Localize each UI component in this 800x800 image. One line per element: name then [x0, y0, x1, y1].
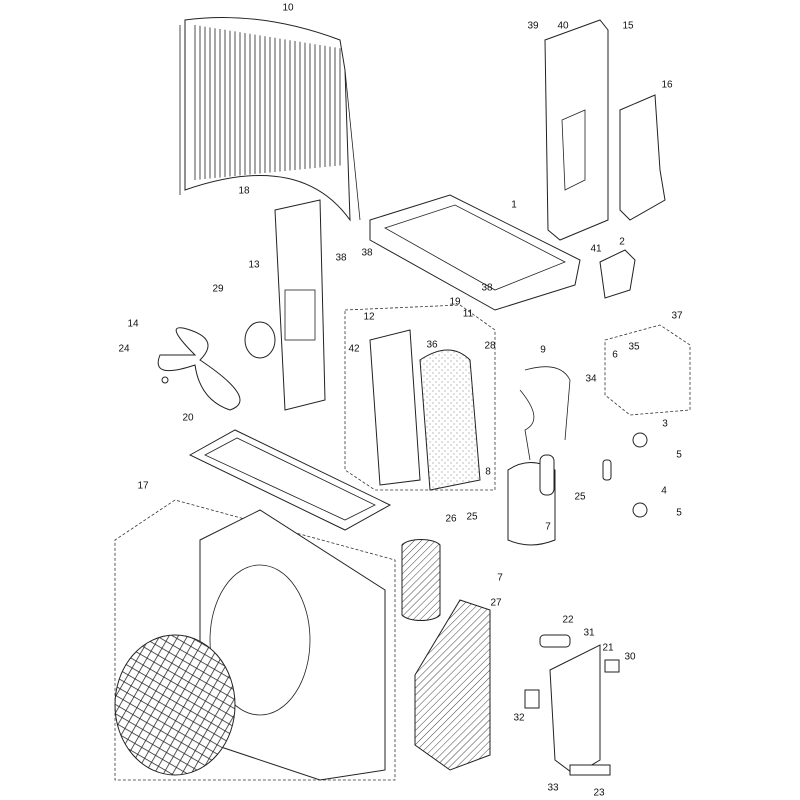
part-number-label: 8: [485, 466, 491, 478]
part-number-label: 38: [335, 252, 347, 264]
part-number-label: 11: [462, 308, 474, 320]
capacitor: [539, 634, 571, 648]
part-number-label: 25: [574, 491, 586, 503]
terminal-block: [569, 764, 611, 776]
partition: [369, 329, 421, 486]
part-number-label: 12: [363, 311, 375, 323]
part-number-label: 38: [361, 247, 373, 259]
part-number-label: 26: [445, 513, 457, 525]
part-number-label: 41: [590, 243, 602, 255]
part-number-label: 6: [612, 349, 618, 361]
part-number-label: 5: [676, 449, 682, 461]
part-number-label: 30: [624, 651, 636, 663]
part-number-label: 3: [662, 418, 668, 430]
side-panel: [544, 19, 609, 241]
cabinet-box: [114, 499, 396, 781]
cylinder-insulation: [401, 538, 441, 622]
part-number-label: 38: [481, 282, 493, 294]
valve: [632, 502, 648, 518]
part-number-label: 42: [348, 343, 360, 355]
part-number-label: 10: [282, 2, 294, 14]
part-number-label: 7: [497, 572, 503, 584]
part-number-label: 33: [547, 782, 559, 794]
part-number-label: 24: [118, 343, 130, 355]
part-number-label: 4: [661, 485, 667, 497]
part-number-label: 32: [513, 712, 525, 724]
part-number-label: 29: [212, 283, 224, 295]
part-number-label: 7: [545, 521, 551, 533]
top-panel: [188, 429, 392, 531]
bracket: [599, 249, 636, 299]
part-number-label: 25: [466, 511, 478, 523]
part-number-label: 21: [602, 642, 614, 654]
part-number-label: 2: [619, 236, 625, 248]
propeller-fan: [157, 327, 241, 411]
base-pan: [369, 194, 581, 311]
part-number-label: 13: [248, 259, 260, 271]
control-board: [549, 644, 601, 776]
rear-cover: [619, 94, 666, 221]
fan-grille: [114, 634, 236, 776]
nut: [161, 376, 169, 384]
part-number-label: 37: [671, 310, 683, 322]
part-number-label: 36: [426, 339, 438, 351]
part-number-label: 5: [676, 507, 682, 519]
part-number-label: 15: [622, 20, 634, 32]
part-number-label: 39: [527, 20, 539, 32]
part-number-label: 20: [182, 412, 194, 424]
part-number-label: 18: [238, 185, 250, 197]
motor-support: [274, 199, 326, 411]
fan-motor: [244, 321, 276, 359]
part-number-label: 22: [562, 614, 574, 626]
condenser-coil: [179, 17, 361, 222]
part-number-label: 1: [511, 199, 517, 211]
insulation: [419, 349, 481, 491]
filter-box: [344, 304, 496, 491]
piping: [519, 366, 571, 461]
reactor: [604, 659, 620, 673]
part-number-label: 28: [484, 340, 496, 352]
part-number-label: 19: [449, 296, 461, 308]
part-number-label: 14: [127, 318, 139, 330]
sensor-box: [604, 324, 691, 416]
compressor-insulation: [414, 599, 491, 771]
part-number-label: 23: [593, 787, 605, 799]
part-number-label: 34: [585, 373, 597, 385]
part-number-label: 40: [557, 20, 569, 32]
relay: [524, 689, 540, 709]
part-number-label: 16: [661, 79, 673, 91]
part-number-label: 17: [137, 480, 149, 492]
part-number-label: 31: [583, 627, 595, 639]
valve: [632, 432, 648, 448]
part-number-label: 27: [490, 597, 502, 609]
part-number-label: 9: [540, 344, 546, 356]
part-number-label: 35: [628, 341, 640, 353]
